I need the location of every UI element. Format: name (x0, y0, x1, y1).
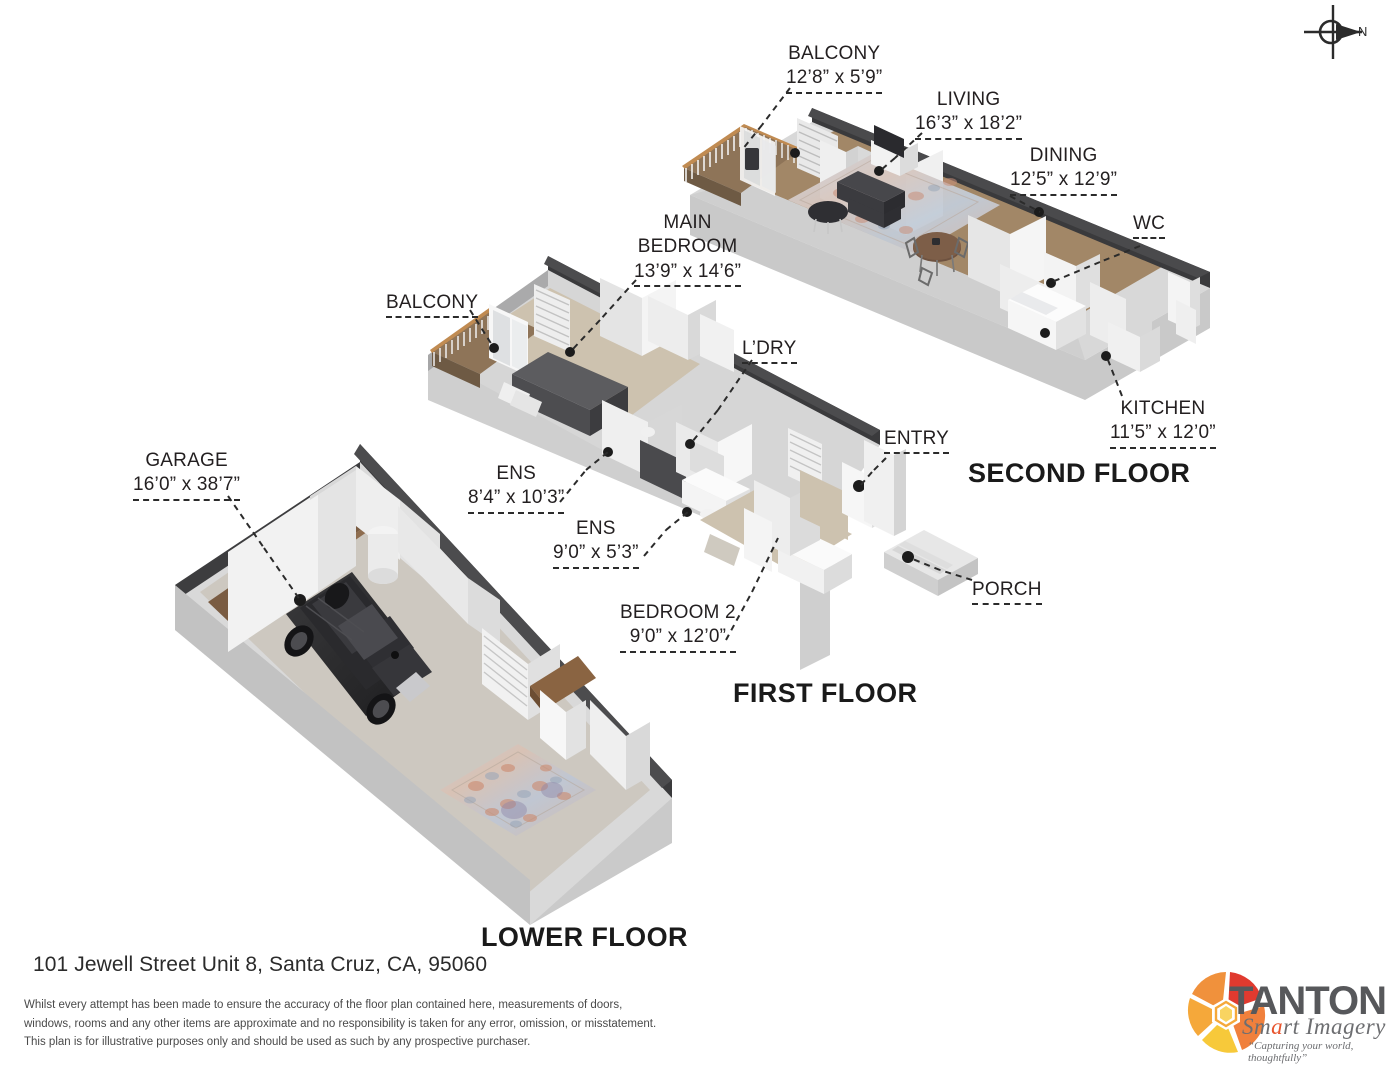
room-dimensions: 11’5” x 12’0” (1110, 421, 1216, 449)
room-label-garage: GARAGE 16’0” x 38’7” (133, 449, 241, 501)
compass-rose-icon (1304, 5, 1362, 59)
disclaimer-text: Whilst every attempt has been made to en… (24, 996, 664, 1052)
room-name: ENTRY (884, 427, 950, 455)
disclaimer-line-3: This plan is for illustrative purposes o… (24, 1036, 531, 1049)
room-label-bedroom-2: BEDROOM 2 9’0” x 12’0” (620, 601, 736, 653)
logo-wordmark: TANTON (1229, 979, 1387, 1023)
company-logo: TANTON Smart Imagery “Capturing your wor… (1172, 962, 1387, 1064)
room-name: DINING (1029, 145, 1098, 166)
room-name: WC (1133, 212, 1166, 240)
compass-north-label: N (1358, 24, 1368, 39)
room-dimensions: 16’3” x 18’2” (915, 112, 1023, 140)
property-address: 101 Jewell Street Unit 8, Santa Cruz, CA… (33, 953, 488, 976)
room-dimensions: 16’0” x 38’7” (133, 473, 241, 501)
room-name: BALCONY (788, 43, 881, 64)
logo-script-part-a: Sm (1242, 1014, 1272, 1039)
room-label-ens-1: ENS 8’4” x 10’3” (468, 462, 565, 514)
room-label-dining: DINING 12’5” x 12’9” (1010, 144, 1118, 196)
room-label-living: LIVING 16’3” x 18’2” (915, 88, 1023, 140)
room-name: L’DRY (742, 337, 797, 365)
room-name: GARAGE (145, 450, 228, 471)
room-dimensions: 13’9” x 14’6” (634, 260, 742, 287)
room-label-entry: ENTRY (884, 427, 950, 455)
logo-script-subtitle: Smart Imagery (1242, 1014, 1386, 1040)
logo-tagline: “Capturing your world, thoughtfully” (1248, 1040, 1354, 1064)
room-label-balcony-2f: BALCONY 12’8” x 5’9” (786, 42, 883, 94)
disclaimer-line-1: Whilst every attempt has been made to en… (24, 999, 623, 1011)
room-name-line1: MAIN (663, 212, 712, 233)
room-name: ENS (496, 463, 537, 484)
aperture-shutter-icon (1187, 972, 1266, 1053)
room-dimensions: 9’0” x 5’3” (553, 541, 639, 569)
room-label-ldry: L’DRY (742, 337, 797, 365)
room-name: ENS (575, 518, 616, 539)
floor-title-lower: LOWER FLOOR (481, 922, 688, 952)
floor-title-second: SECOND FLOOR (968, 458, 1191, 488)
room-name: PORCH (972, 578, 1042, 606)
room-dimensions: 12’8” x 5’9” (786, 66, 883, 94)
logo-script-part-c: rt Imagery (1283, 1014, 1386, 1039)
room-dimensions: 8’4” x 10’3” (468, 486, 565, 514)
room-name: LIVING (936, 89, 1001, 110)
disclaimer-line-2: windows, rooms and any other items are a… (24, 1017, 657, 1030)
room-name: KITCHEN (1120, 398, 1206, 419)
room-label-balcony-1f: BALCONY (386, 291, 479, 319)
room-label-porch: PORCH (972, 578, 1042, 606)
room-name: BEDROOM 2 (620, 602, 736, 623)
room-name: BALCONY (386, 291, 479, 319)
room-label-wc: WC (1133, 212, 1166, 240)
room-label-kitchen: KITCHEN 11’5” x 12’0” (1110, 397, 1216, 449)
second-floor-model (682, 108, 1210, 400)
floor-title-first: FIRST FLOOR (733, 678, 918, 708)
logo-script-part-b: a (1271, 1014, 1284, 1039)
room-dimensions: 12’5” x 12’9” (1010, 168, 1118, 196)
room-label-ens-2: ENS 9’0” x 5’3” (553, 517, 639, 569)
room-dimensions: 9’0” x 12’0” (620, 625, 736, 653)
room-label-main-bedroom: MAIN BEDROOM 13’9” x 14’6” (634, 211, 742, 287)
room-name-line2: BEDROOM (637, 236, 738, 258)
